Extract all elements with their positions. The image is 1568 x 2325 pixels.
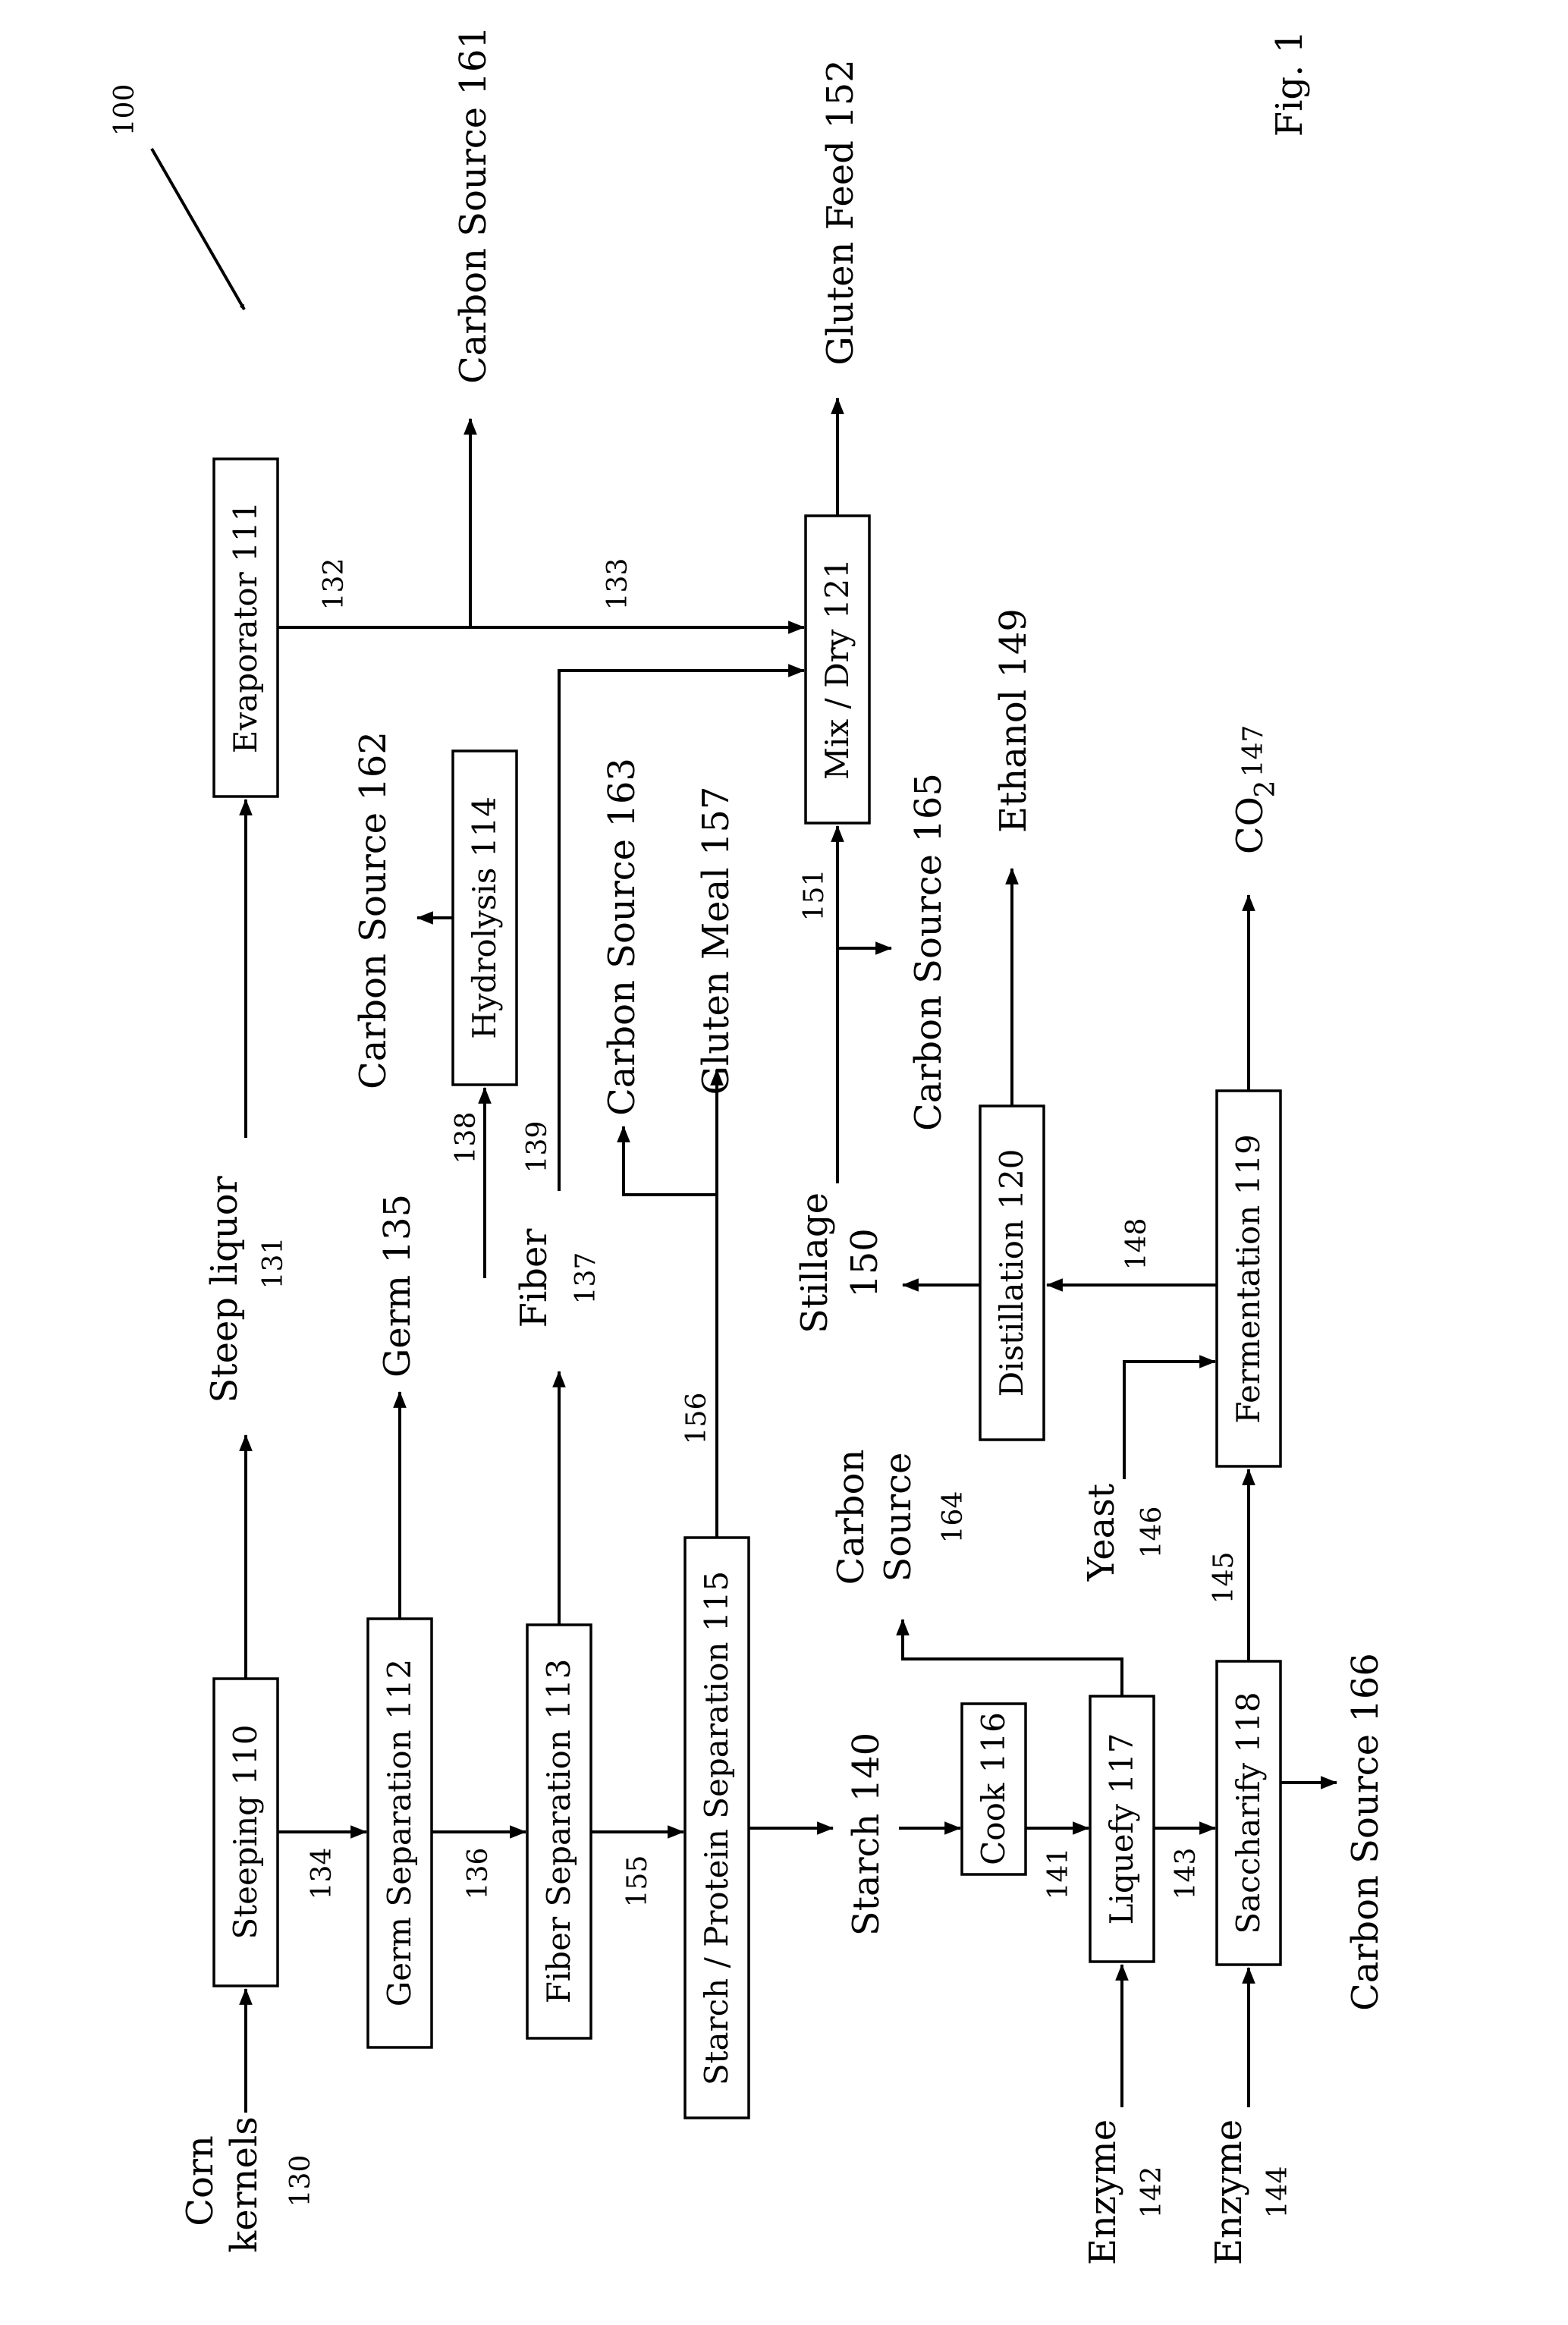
stream-156: 156 [681,1393,712,1445]
stream-145: 145 [1208,1552,1240,1604]
svg-text:Source: Source [877,1453,919,1582]
label-carbon-source-161: Carbon Source 161 [452,26,495,384]
flow-yeast [1124,1362,1215,1479]
label-carbon-source-166: Carbon Source 166 [1344,1653,1387,2011]
box-germ-separation: Germ Separation 112 [368,1619,432,2047]
svg-text:146: 146 [1136,1507,1167,1559]
svg-text:Distillation 120: Distillation 120 [993,1148,1030,1397]
label-ethanol: Ethanol 149 [992,608,1035,833]
box-hydrolysis: Hydrolysis 114 [453,751,517,1085]
flow-139 [559,671,804,1191]
label-carbon-source-163: Carbon Source 163 [601,758,643,1116]
svg-text:Steeping 110: Steeping 110 [227,1724,264,1939]
svg-text:Hydrolysis 114: Hydrolysis 114 [466,796,503,1039]
stream-141: 141 [1043,1848,1074,1900]
svg-text:Corn: Corn [179,2135,222,2226]
svg-text:Fiber: Fiber [513,1229,555,1328]
label-gluten-feed: Gluten Feed 152 [819,59,862,366]
stream-133: 133 [602,558,633,611]
svg-text:Evaporator 111: Evaporator 111 [227,501,264,753]
figure-reference-number: 100 [109,84,140,137]
svg-text:150: 150 [844,1228,886,1298]
label-corn-kernels: Corn kernels 130 [179,2116,316,2253]
label-carbon-source-164: Carbon Source 164 [830,1450,969,1585]
svg-text:Steep liquor: Steep liquor [203,1176,246,1403]
svg-text:Liquefy 117: Liquefy 117 [1103,1733,1140,1925]
stream-132: 132 [319,558,350,611]
stream-143: 143 [1171,1848,1202,1900]
label-starch: Starch 140 [845,1733,888,1936]
svg-text:Enzyme: Enzyme [1082,2119,1124,2265]
svg-text:2: 2 [1250,781,1281,798]
svg-text:Fermentation 119: Fermentation 119 [1230,1134,1267,1424]
svg-text:137: 137 [570,1252,602,1305]
label-enzyme-144: Enzyme 144 [1208,2119,1293,2265]
svg-text:Cook 116: Cook 116 [975,1712,1012,1865]
svg-text:CO: CO [1229,796,1271,854]
box-liquefy: Liquefy 117 [1090,1696,1154,1962]
svg-text:142: 142 [1136,2166,1167,2219]
box-distillation: Distillation 120 [980,1106,1044,1440]
stream-151: 151 [799,869,830,922]
svg-text:164: 164 [938,1491,969,1544]
svg-text:Yeast: Yeast [1080,1484,1123,1582]
label-co2: CO 2 147 [1229,725,1281,854]
flow-to-carbon-163 [624,1126,717,1195]
stream-139: 139 [522,1121,553,1173]
label-gluten-meal: Gluten Meal 157 [695,787,737,1095]
svg-text:Enzyme: Enzyme [1208,2119,1250,2265]
stream-155: 155 [622,1855,653,1908]
svg-text:Starch / Protein Separation 11: Starch / Protein Separation 115 [698,1571,735,2085]
flow-to-carbon-164 [903,1620,1122,1696]
label-stillage: Stillage 150 [793,1192,886,1334]
box-cook: Cook 116 [962,1704,1026,1874]
svg-text:Germ Separation 112: Germ Separation 112 [381,1659,418,2007]
reference-arrow-100 [152,149,244,309]
stream-134: 134 [306,1848,338,1900]
figure-label: Fig. 1 [1268,30,1311,137]
svg-text:Carbon: Carbon [830,1450,872,1585]
box-evaporator: Evaporator 111 [214,459,278,796]
label-yeast: Yeast 146 [1080,1484,1167,1582]
label-carbon-source-165: Carbon Source 165 [907,773,950,1131]
stream-136: 136 [463,1848,494,1900]
box-mix-dry: Mix / Dry 121 [806,516,869,823]
svg-text:130: 130 [285,2155,316,2207]
svg-text:147: 147 [1238,725,1269,778]
label-carbon-source-162: Carbon Source 162 [352,731,394,1089]
label-germ: Germ 135 [376,1194,419,1378]
svg-text:Stillage: Stillage [793,1192,836,1334]
stream-138: 138 [451,1112,482,1164]
label-steep-liquor: Steep liquor 131 [203,1176,289,1403]
svg-text:Saccharify 118: Saccharify 118 [1230,1692,1267,1934]
svg-text:Fiber Separation 113: Fiber Separation 113 [540,1659,577,2004]
box-steeping: Steeping 110 [214,1679,278,1986]
box-saccharify: Saccharify 118 [1217,1661,1280,1965]
svg-text:131: 131 [258,1237,289,1290]
svg-text:Mix / Dry 121: Mix / Dry 121 [819,558,856,780]
box-fiber-separation: Fiber Separation 113 [527,1625,591,2038]
svg-text:kernels: kernels [223,2116,266,2253]
box-starch-protein-separation: Starch / Protein Separation 115 [685,1538,749,2118]
svg-text:144: 144 [1262,2166,1293,2219]
label-enzyme-142: Enzyme 142 [1082,2119,1167,2265]
stream-148: 148 [1121,1218,1152,1271]
box-fermentation: Fermentation 119 [1217,1091,1280,1466]
label-fiber: Fiber 137 [513,1229,602,1328]
